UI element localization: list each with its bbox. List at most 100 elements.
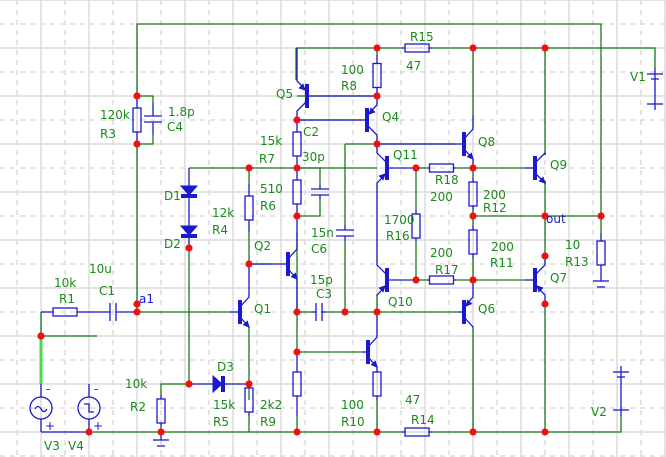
- R3-value: 120k: [100, 108, 130, 122]
- Q5-ref: Q5: [276, 87, 293, 101]
- junction-dot: [412, 164, 420, 172]
- capacitor-C1[interactable]: [89, 303, 137, 321]
- junction-dot: [157, 428, 165, 436]
- resistor-R2[interactable]: [156, 395, 166, 427]
- R2-value: 10k: [125, 377, 147, 391]
- resistor-R16[interactable]: [411, 210, 421, 242]
- source-V3[interactable]: [29, 384, 53, 432]
- D1-ref: D1: [164, 189, 181, 203]
- junction-dot: [293, 428, 301, 436]
- net-label-output[interactable]: out: [546, 212, 566, 226]
- R16-value: 1700: [384, 213, 415, 227]
- R14-ref: R14: [411, 413, 435, 427]
- junction-dot: [469, 212, 477, 220]
- junction-dot: [85, 428, 93, 436]
- wire[interactable]: [136, 23, 602, 216]
- wire[interactable]: [297, 199, 321, 217]
- wire[interactable]: [432, 47, 656, 68]
- transistor-Q1[interactable]: [230, 264, 250, 328]
- transistor-arrow: [378, 285, 386, 293]
- R7-ref: R7: [259, 152, 275, 166]
- resistor-R10[interactable]: [372, 368, 382, 400]
- junction-dot: [412, 276, 420, 284]
- transistor-Q2[interactable]: [249, 216, 298, 312]
- junction-dot: [373, 44, 381, 52]
- diode-D1[interactable]: [179, 168, 199, 216]
- R17-value: 200: [430, 246, 453, 260]
- transistor-Q7[interactable]: [525, 256, 546, 304]
- resistor-R18[interactable]: [427, 163, 456, 173]
- junction-dot: [245, 164, 253, 172]
- capacitor-C2[interactable]: [311, 185, 329, 199]
- junction-dot: [373, 92, 381, 100]
- transistor-Q9[interactable]: [525, 151, 546, 185]
- collector-or-emitter: [376, 264, 388, 276]
- C4-ref: C4: [167, 120, 183, 134]
- transistor-Q4[interactable]: [297, 96, 378, 144]
- transistor-arrow: [298, 83, 306, 91]
- net-label-input[interactable]: a1: [139, 292, 154, 306]
- transistor-Q8[interactable]: [377, 115, 474, 168]
- C2-ref: C2: [303, 125, 319, 139]
- Q4-ref: Q4: [382, 110, 399, 124]
- junction-dot: [133, 140, 141, 148]
- junction-dot: [133, 300, 141, 308]
- junction-dot: [293, 308, 301, 316]
- junction-dot: [469, 276, 477, 284]
- resistor-R14[interactable]: [402, 427, 432, 437]
- junction-dot: [541, 428, 549, 436]
- R17-ref: R17: [435, 263, 459, 277]
- R9-value: 2k2: [260, 398, 282, 412]
- C2-value: 30p: [302, 150, 325, 164]
- junction-dot: [469, 44, 477, 52]
- C3-value: 15p: [310, 273, 333, 287]
- resistor-R4[interactable]: [244, 184, 254, 232]
- transistor-Q3[interactable]: [362, 312, 378, 368]
- R8-value: 100: [341, 63, 364, 77]
- wire[interactable]: [297, 167, 321, 185]
- junction-dot: [293, 348, 301, 356]
- resistor-R1[interactable]: [41, 307, 89, 317]
- resistor-R11[interactable]: [468, 226, 478, 258]
- transistor-Q6[interactable]: [458, 280, 474, 328]
- junction-dot: [293, 164, 301, 172]
- wire[interactable]: [432, 416, 622, 433]
- C1-ref: C1: [99, 284, 115, 298]
- battery-V2[interactable]: [613, 366, 629, 416]
- capacitor-C3[interactable]: [312, 303, 326, 321]
- junction-dot: [185, 380, 193, 388]
- wire[interactable]: [137, 95, 154, 103]
- wire[interactable]: [137, 135, 154, 145]
- resistor-R17[interactable]: [427, 275, 456, 285]
- Q9-ref: Q9: [550, 158, 567, 172]
- transistor-Q11[interactable]: [376, 144, 416, 264]
- junction-dot: [133, 92, 141, 100]
- R18-value: 200: [430, 190, 453, 204]
- R12-ref: R12: [483, 201, 507, 215]
- junction-dot: [541, 300, 549, 308]
- diode-triangle: [212, 374, 223, 394]
- transistor-Q10[interactable]: [376, 264, 416, 296]
- junction-dot: [245, 380, 253, 388]
- R11-value: 200: [491, 240, 514, 254]
- resistor-R12[interactable]: [468, 178, 478, 210]
- Q10-ref: Q10: [388, 295, 413, 309]
- D3-ref: D3: [217, 360, 234, 374]
- resistor-R13[interactable]: [596, 233, 606, 273]
- transistor-arrow: [538, 176, 546, 184]
- junction-dot: [133, 308, 141, 316]
- wire[interactable]: [160, 383, 189, 395]
- capacitor-C4[interactable]: [144, 103, 162, 135]
- R13-ref: R13: [565, 255, 589, 269]
- transistor-arrow: [466, 152, 474, 160]
- ground-R13: [593, 273, 609, 288]
- battery-V1[interactable]: [647, 68, 663, 110]
- diode-D2[interactable]: [179, 216, 199, 248]
- resistor-R15[interactable]: [402, 43, 432, 53]
- capacitor-C6[interactable]: [336, 225, 354, 241]
- Q8-ref: Q8: [478, 135, 495, 149]
- transistor-arrow: [242, 320, 250, 328]
- diode-D3[interactable]: [189, 374, 249, 394]
